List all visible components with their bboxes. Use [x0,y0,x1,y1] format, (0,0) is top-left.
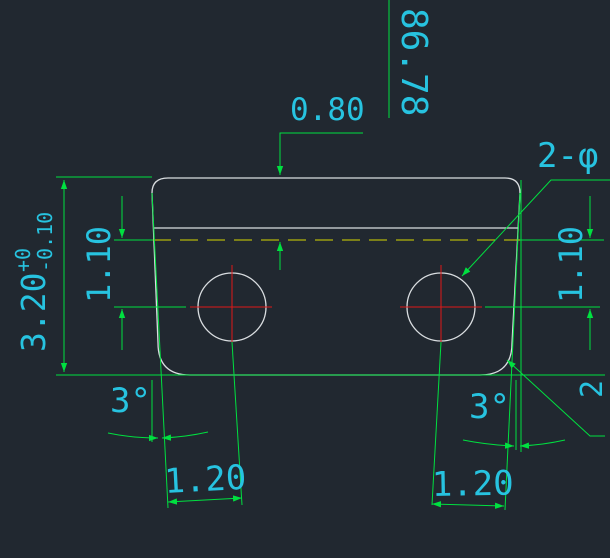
thickness-dim-text: 0.80 [290,92,365,128]
right-offset-dim-text: 1.10 [552,226,590,303]
dimension-lines [56,0,610,511]
left-angle-dim-text: 3° [110,381,151,421]
height-tol-lower: -0.10 [33,212,57,272]
right-width-dim-text: 1.20 [431,464,514,505]
part-outline [151,177,521,376]
height-dim-text: 3.20 [14,273,53,352]
right-angle-dim-text: 3° [469,387,510,427]
top-rotated-dim-text: 86.78 [393,8,434,116]
center-marks [190,265,482,342]
right-edge-partial-text: 2 [575,380,610,398]
hole-callout-text: 2-φ [537,136,598,176]
left-offset-dim-text: 1.10 [80,226,118,303]
height-tol-upper: +0 [11,248,35,272]
left-width-dim-text: 1.20 [163,458,247,502]
part-body [151,177,521,376]
